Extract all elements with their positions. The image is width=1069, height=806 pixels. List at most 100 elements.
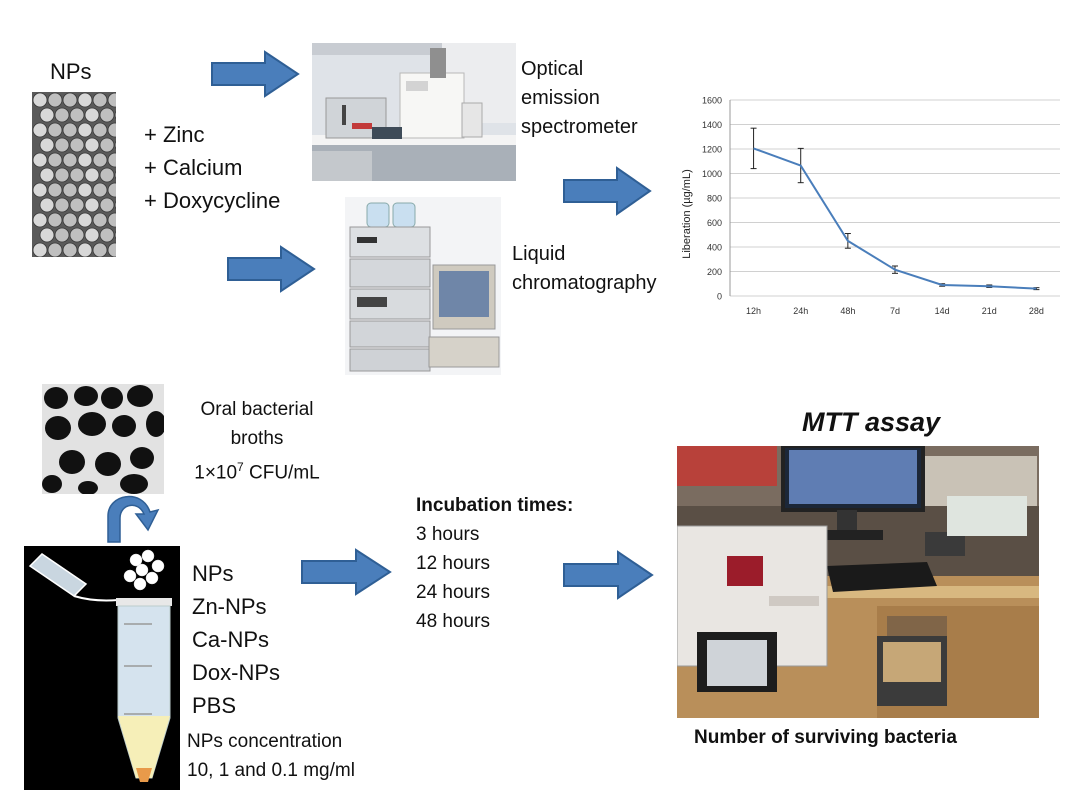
incubation-time-3h: 3 hours xyxy=(416,524,480,545)
broth-conc-suffix: CFU/mL xyxy=(243,462,320,484)
nanoparticle-dot xyxy=(69,137,85,153)
arrow-to-chromatography xyxy=(226,245,316,293)
nanoparticle-dot xyxy=(84,137,100,153)
nanoparticle-dot xyxy=(84,167,100,183)
incubation-time-24h: 24 hours xyxy=(416,582,490,603)
incubation-block: Incubation times: 3 hours 12 hours 24 ho… xyxy=(416,491,573,636)
nanoparticle-dot xyxy=(99,197,115,213)
nanoparticle-dot xyxy=(92,122,108,138)
spectrometer-label-line1: Optical xyxy=(521,58,584,80)
nanoparticle-dot xyxy=(39,167,55,183)
nanoparticle-dot xyxy=(84,107,100,123)
nanoparticle-dot xyxy=(99,137,115,153)
group-ca-nps: Ca-NPs xyxy=(192,627,270,652)
chart-x-tick-label: 24h xyxy=(793,306,808,316)
nanoparticle-dot xyxy=(39,107,55,123)
nanoparticle-dot xyxy=(62,182,78,198)
nanoparticle-dot xyxy=(62,122,78,138)
nanoparticle-dot xyxy=(39,137,55,153)
chart-y-tick-label: 1400 xyxy=(702,120,722,130)
chart-x-tick-label: 7d xyxy=(890,306,900,316)
broth-conc-exponent: 7 xyxy=(237,460,244,474)
nanoparticle-dot xyxy=(32,242,48,257)
chart-x-tick-label: 21d xyxy=(982,306,997,316)
nanoparticle-dot xyxy=(99,167,115,183)
chart-y-tick-label: 0 xyxy=(717,292,722,302)
chromatography-label-line2: chromatography xyxy=(512,272,657,294)
broth-label-line2: broths xyxy=(230,428,284,449)
chromatography-photo xyxy=(345,197,501,375)
nanoparticle-dot xyxy=(107,92,116,108)
nanoparticle-dot xyxy=(54,227,70,243)
arrow-to-mtt xyxy=(562,550,654,600)
spectrometer-photo xyxy=(312,43,516,181)
nanoparticle-dot xyxy=(107,152,116,168)
groups-list: NPs Zn-NPs Ca-NPs Dox-NPs PBS xyxy=(192,557,280,722)
nanoparticle-dot xyxy=(99,227,115,243)
group-zn-nps: Zn-NPs xyxy=(192,594,267,619)
nanoparticle-dot xyxy=(99,107,115,123)
nanoparticle-dot xyxy=(92,152,108,168)
nanoparticle-dot xyxy=(47,242,63,257)
nanoparticle-dot xyxy=(47,122,63,138)
nanoparticle-dot xyxy=(54,197,70,213)
concentration-label-line1: NPs concentration xyxy=(187,731,343,752)
nanoparticle-dot xyxy=(77,242,93,257)
chart-y-axis-label: Liberation (µg/mL) xyxy=(681,169,693,259)
nanoparticle-dot xyxy=(54,107,70,123)
chart-y-tick-label: 600 xyxy=(707,218,722,228)
sem-nanoparticles-image xyxy=(32,92,116,257)
chart-y-tick-label: 1000 xyxy=(702,169,722,179)
nanoparticle-dot xyxy=(92,212,108,228)
chart-y-tick-label: 400 xyxy=(707,243,722,253)
arrow-to-spectrometer xyxy=(210,50,300,98)
arrow-to-incubation xyxy=(300,548,392,596)
nanoparticle-dot xyxy=(69,107,85,123)
nps-label: NPs xyxy=(50,59,92,84)
nanoparticle-dot xyxy=(32,182,48,198)
nanoparticle-dot xyxy=(77,92,93,108)
incubation-time-12h: 12 hours xyxy=(416,553,490,574)
nanoparticle-dot xyxy=(92,182,108,198)
additive-zinc: + Zinc xyxy=(144,122,205,147)
chart-x-tick-label: 48h xyxy=(840,306,855,316)
nanoparticle-dot xyxy=(54,137,70,153)
additive-calcium: + Calcium xyxy=(144,155,243,180)
nanoparticle-dot xyxy=(114,170,116,180)
chart-y-tick-label: 1600 xyxy=(702,96,722,106)
chart-x-tick-label: 14d xyxy=(935,306,950,316)
arrow-to-chart xyxy=(562,166,652,216)
spectrometer-label-line2: emission xyxy=(521,87,600,109)
nanoparticle-dot xyxy=(84,227,100,243)
nanoparticle-dot xyxy=(107,212,116,228)
nanoparticle-dot xyxy=(47,152,63,168)
broth-conc-prefix: 1×10 xyxy=(194,462,238,484)
concentration-label: NPs concentration 10, 1 and 0.1 mg/ml xyxy=(187,727,355,785)
nanoparticle-dot xyxy=(54,167,70,183)
nanoparticle-dot xyxy=(114,230,116,240)
nanoparticle-dot xyxy=(92,92,108,108)
nanoparticle-dot xyxy=(47,92,63,108)
chart-y-tick-label: 200 xyxy=(707,267,722,277)
concentration-label-line2: 10, 1 and 0.1 mg/ml xyxy=(187,760,355,781)
chart-error-bar xyxy=(750,127,757,170)
nanoparticle-dot xyxy=(77,212,93,228)
bacteria-micrograph xyxy=(42,384,164,494)
nanoparticle-dot xyxy=(32,152,48,168)
nanoparticle-dot xyxy=(77,152,93,168)
nanoparticle-dot xyxy=(114,140,116,150)
nanoparticle-dot xyxy=(39,227,55,243)
mtt-title: MTT assay xyxy=(802,407,941,437)
nanoparticle-dot xyxy=(62,212,78,228)
nanoparticle-dot xyxy=(62,152,78,168)
incubation-time-48h: 48 hours xyxy=(416,611,490,632)
chart-x-tick-label: 12h xyxy=(746,306,761,316)
liberation-series-line xyxy=(753,147,1037,290)
mtt-caption: Number of surviving bacteria xyxy=(694,727,957,748)
group-dox-nps: Dox-NPs xyxy=(192,660,281,685)
nanoparticle-dot xyxy=(39,197,55,213)
broth-label: Oral bacterial broths 1×107 CFU/mL xyxy=(182,395,332,487)
nanoparticle-dot xyxy=(77,182,93,198)
additives-list: + Zinc + Calcium + Doxycycline xyxy=(144,118,280,217)
